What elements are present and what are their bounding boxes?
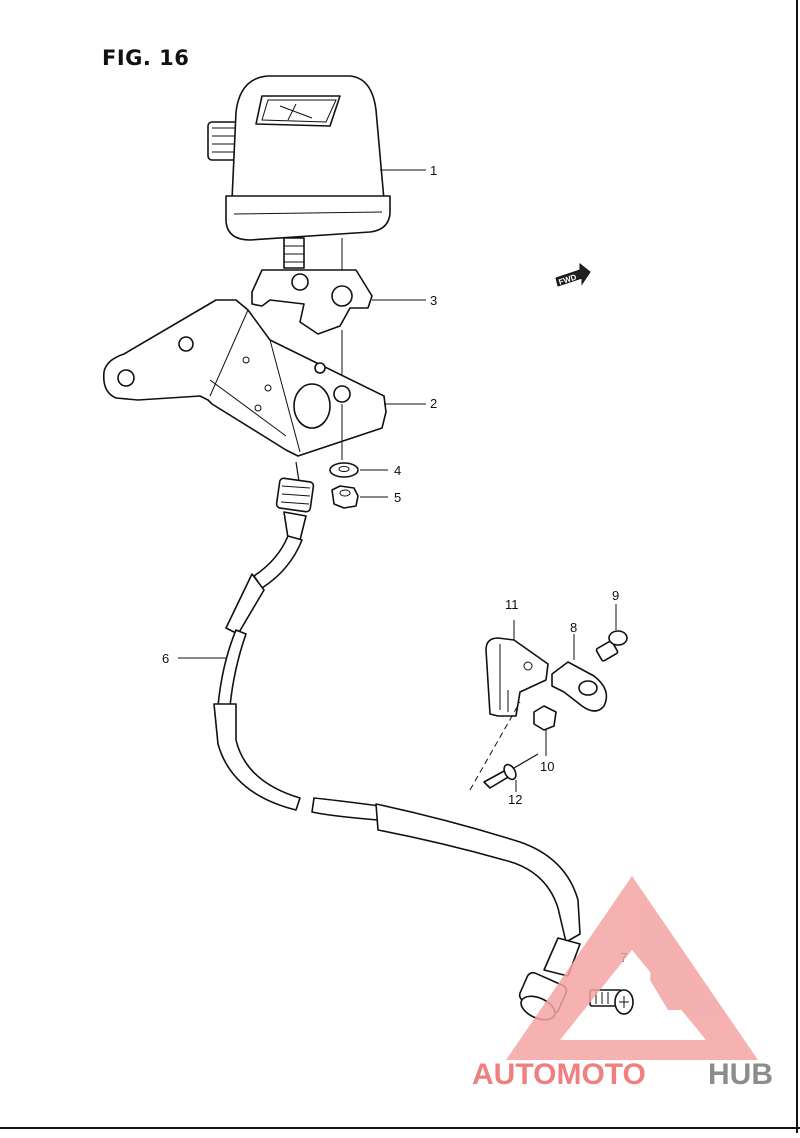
callout-2: 2 bbox=[430, 396, 437, 411]
part-5-nut bbox=[331, 485, 359, 509]
fwd-label: FWD bbox=[558, 273, 578, 287]
part-3-cushion bbox=[251, 269, 373, 380]
callout-12: 12 bbox=[508, 792, 522, 807]
part-9-bolt bbox=[595, 604, 628, 662]
part-12-rivet bbox=[469, 701, 539, 792]
part-1-meter-housing bbox=[207, 75, 391, 290]
watermark-logo bbox=[506, 876, 758, 1060]
callout-10: 10 bbox=[540, 759, 554, 774]
callout-8: 8 bbox=[570, 620, 577, 635]
part-10-nut bbox=[533, 705, 557, 756]
callout-5: 5 bbox=[394, 490, 401, 505]
watermark-text-b: HUB bbox=[708, 1058, 773, 1091]
part-6-speedometer-cable bbox=[213, 461, 581, 1021]
fwd-arrow: FWD bbox=[555, 262, 591, 287]
callout-3: 3 bbox=[430, 293, 437, 308]
callout-1: 1 bbox=[430, 163, 437, 178]
part-2-bracket bbox=[102, 299, 387, 460]
callout-9: 9 bbox=[612, 588, 619, 603]
callout-4: 4 bbox=[394, 463, 401, 478]
leader-lines bbox=[178, 169, 426, 659]
watermark-text: AUTOMOTO HUB bbox=[472, 1058, 773, 1091]
callout-11: 11 bbox=[505, 597, 519, 612]
figure-title: FIG. 16 bbox=[102, 46, 190, 70]
part-11-cable-bracket bbox=[485, 620, 549, 717]
part-8-clamp bbox=[551, 634, 608, 712]
callout-6: 6 bbox=[162, 651, 169, 666]
watermark-text-a: AUTOMOTO bbox=[472, 1058, 646, 1091]
part-4-washer bbox=[329, 462, 359, 478]
